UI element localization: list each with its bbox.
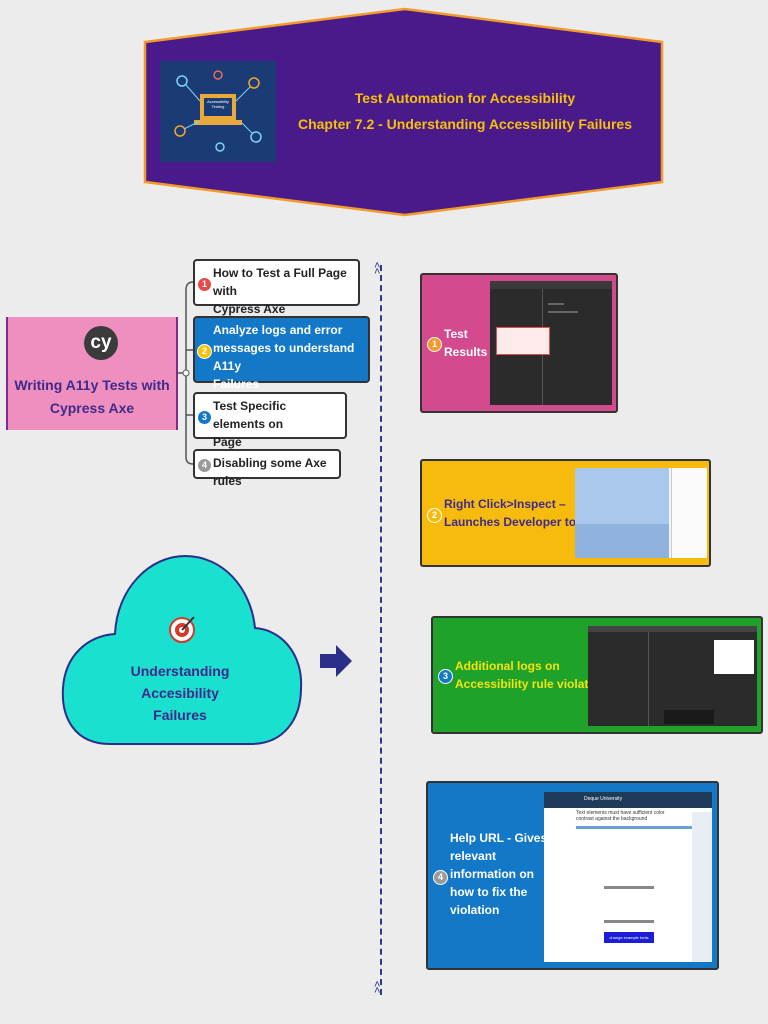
card-inspect-devtools[interactable]: 2 Right Click>Inspect –Launches Develope…: [420, 459, 711, 567]
number-badge: 1: [427, 337, 442, 352]
card-label: Right Click>Inspect –Launches Developer …: [444, 497, 594, 529]
number-badge: 4: [197, 458, 212, 473]
topic-disabling-rules[interactable]: 4 Disabling some Axe rules: [193, 449, 341, 488]
number-badge: 1: [197, 277, 212, 292]
header-title: Test Automation for Accessibility: [354, 90, 576, 106]
arrow-right-icon: [320, 645, 352, 677]
header-subtitle: Chapter 7.2 - Understanding Accessibilit…: [297, 116, 633, 132]
thumbnail-caption: Accessibility Testing: [207, 99, 229, 109]
number-badge: 4: [433, 870, 448, 885]
number-badge: 3: [438, 669, 453, 684]
header-banner: [143, 7, 664, 217]
deque-brand: Deque University: [584, 796, 623, 802]
accessibility-testing-thumbnail: Accessibility Testing: [160, 61, 276, 162]
number-badge: 2: [427, 508, 442, 523]
target-icon: [169, 616, 195, 643]
logs-screenshot: [588, 626, 757, 726]
chevron-up-icon: ˄˄: [374, 260, 381, 278]
laptop-icon: [174, 70, 262, 152]
number-badge: 3: [197, 410, 212, 425]
number-badge: 2: [197, 344, 212, 359]
help-page-title: Text elements must have sufficient color…: [576, 810, 665, 822]
central-node-label: Writing A11y Tests with Cypress Axe: [14, 377, 170, 416]
change-fonts-button: change example fonts: [604, 932, 654, 943]
vertical-divider: [380, 265, 382, 995]
help-page-screenshot: Deque University Text elements must have…: [544, 792, 712, 962]
chevron-up-icon: ˄˄: [374, 979, 381, 997]
writing-a11y-tests-node[interactable]: cy Writing A11y Tests with Cypress Axe: [6, 317, 178, 430]
cloud-label: Understanding Accesibility Failures: [130, 663, 230, 723]
cypress-logo: cy: [84, 326, 118, 360]
test-results-screenshot: [490, 281, 612, 405]
cloud-shape: [61, 554, 303, 745]
devtools-screenshot: [575, 468, 707, 558]
